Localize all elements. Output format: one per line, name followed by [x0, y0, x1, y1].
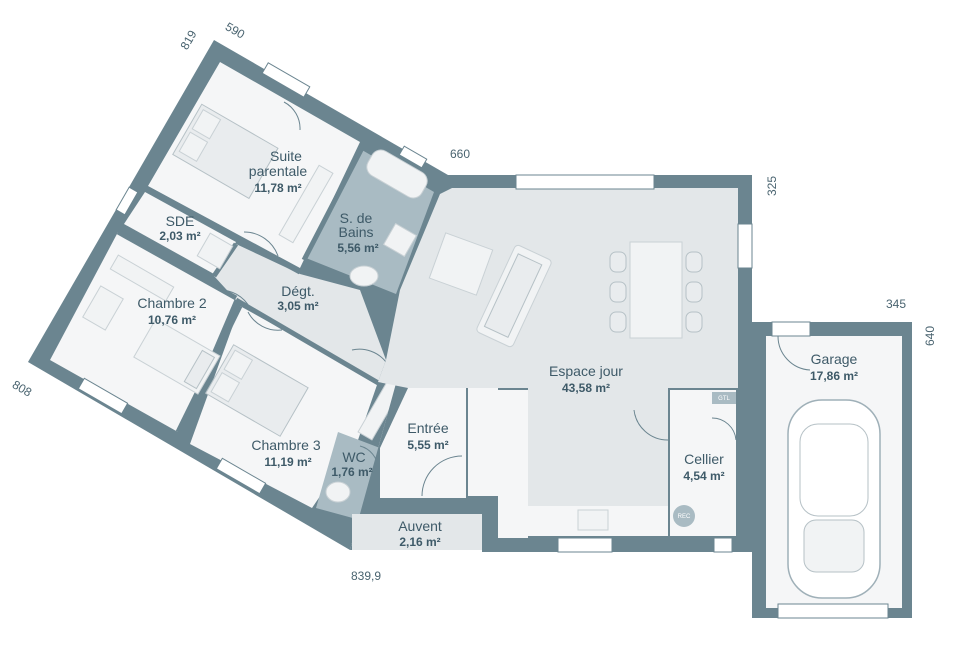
bed-chambre3	[204, 344, 309, 437]
garage-name: Garage	[811, 351, 858, 367]
wc-area: 1,76 m²	[331, 465, 372, 479]
window-chambre3	[215, 457, 267, 495]
window-living-right	[737, 223, 753, 269]
wall-c	[234, 297, 382, 387]
espace-jour-area: 43,58 m²	[562, 381, 610, 395]
degt-floor	[214, 244, 386, 382]
dim-660: 660	[450, 147, 470, 161]
suite-name-line1: Suite	[270, 148, 302, 164]
door-chambre2	[217, 289, 251, 309]
auvent-floor	[352, 514, 482, 550]
gtl-label: GTL	[718, 396, 730, 402]
window-living-top	[515, 174, 655, 190]
desk-chambre2	[82, 285, 124, 331]
window-sde	[115, 186, 139, 216]
chambre2-name: Chambre 2	[137, 295, 206, 311]
dim-819: 819	[177, 28, 199, 53]
bed-chambre2	[133, 318, 221, 395]
wall-e	[301, 146, 365, 262]
window-cellier	[713, 537, 733, 553]
dining-table	[629, 241, 683, 339]
window-kitchen	[557, 537, 613, 553]
garage-block	[752, 321, 912, 619]
garage-area: 17,86 m²	[810, 369, 858, 383]
window-bath	[398, 145, 428, 169]
dim-640: 640	[923, 326, 937, 346]
sbains-area: 5,56 m²	[337, 241, 378, 255]
living-block: GTL REC	[350, 174, 753, 553]
wardrobe-suite	[278, 164, 334, 244]
sofa	[476, 244, 552, 348]
dim-839: 839,9	[351, 569, 381, 583]
dim-590: 590	[223, 19, 248, 41]
car	[787, 399, 881, 599]
wardrobe-chambre2	[109, 254, 175, 302]
room-labels: Suite parentale 11,78 m² SDE 2,03 m² S. …	[137, 148, 858, 549]
dim-325: 325	[765, 176, 779, 196]
door-chambre3	[247, 311, 283, 331]
window-chambre2	[77, 377, 129, 415]
degt-area: 3,05 m²	[277, 299, 318, 313]
chambre3-name: Chambre 3	[251, 437, 320, 453]
bedroom-wing	[28, 40, 448, 550]
entree-name: Entrée	[407, 420, 448, 436]
cellier-floor	[670, 390, 736, 536]
door-cellier	[633, 409, 669, 441]
window-suite	[261, 62, 311, 98]
door-garage	[777, 335, 811, 371]
rec-marker	[673, 505, 695, 527]
armchair	[428, 232, 494, 296]
kitchen-sink	[577, 509, 609, 531]
gtl-box	[712, 392, 736, 404]
door-suite-ext	[283, 101, 301, 131]
door-suite	[243, 231, 279, 257]
sbains-name-line1: S. de	[340, 210, 373, 226]
entree-floor	[380, 388, 466, 498]
entree-closet	[468, 388, 498, 496]
door-cellier-garage	[711, 417, 737, 441]
toilet-wc	[325, 481, 351, 503]
door-entree	[421, 455, 463, 497]
wall-a	[144, 185, 302, 275]
suite-name-line2: parentale	[249, 163, 308, 179]
bath-sink	[382, 222, 418, 258]
suite-area: 11,78 m²	[254, 181, 301, 195]
auvent-area: 2,16 m²	[399, 535, 440, 549]
garage-door-bottom	[777, 603, 889, 619]
wc-name: WC	[342, 449, 365, 465]
bed-suite	[172, 103, 279, 200]
sde-name: SDE	[166, 213, 195, 229]
entree-area: 5,55 m²	[407, 438, 448, 452]
cellier-name: Cellier	[684, 451, 724, 467]
auvent-name: Auvent	[398, 518, 442, 534]
toilet-bath	[349, 265, 379, 287]
dim-345: 345	[886, 297, 906, 311]
dim-808: 808	[10, 377, 35, 399]
degt-name: Dégt.	[281, 283, 314, 299]
espace-jour-name: Espace jour	[549, 363, 623, 379]
rec-label: REC	[678, 514, 691, 520]
chambre3-area: 11,19 m²	[264, 455, 311, 469]
dining-chairs	[609, 251, 703, 333]
wall-b	[116, 229, 238, 301]
sbains-name-line2: Bains	[338, 224, 373, 240]
cellier-area: 4,54 m²	[683, 469, 724, 483]
sde-area: 2,03 m²	[159, 229, 200, 243]
bathtub	[366, 149, 428, 199]
door-degt	[351, 348, 387, 363]
chambre2-area: 10,76 m²	[148, 313, 196, 327]
garage-door-top	[771, 321, 811, 337]
sde-shower	[196, 232, 234, 270]
